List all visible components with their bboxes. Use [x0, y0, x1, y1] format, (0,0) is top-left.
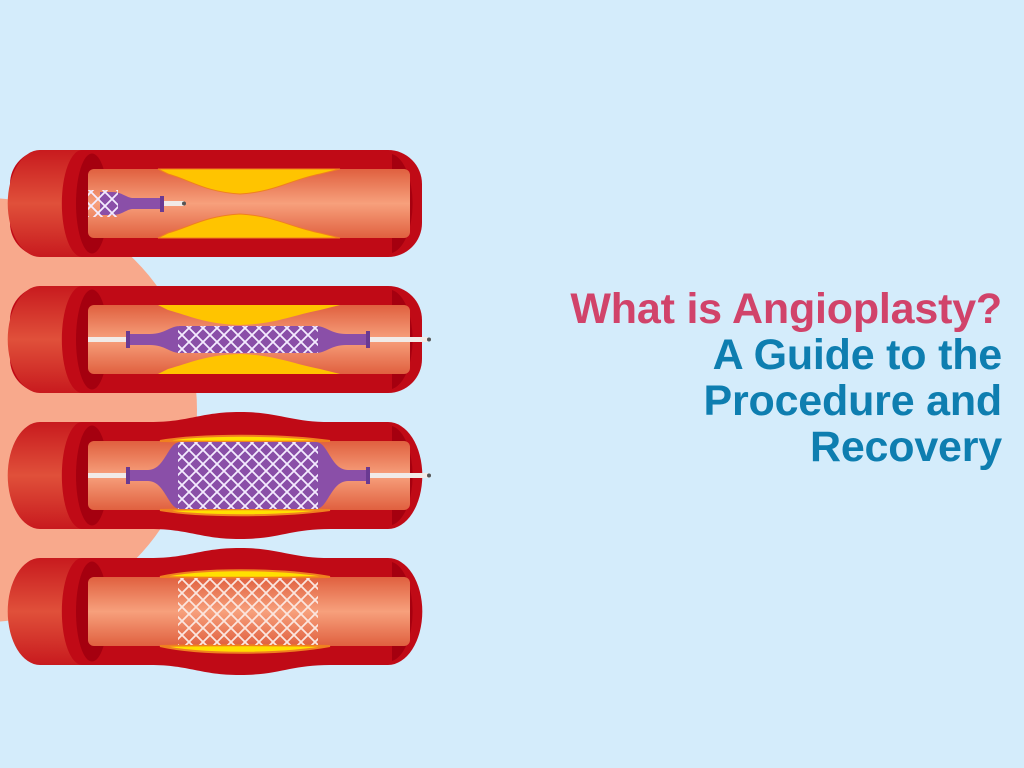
title-line-1: What is Angioplasty?: [570, 285, 1002, 333]
plaque-bottom: [157, 213, 341, 239]
vessel-stage-3: [7, 412, 431, 539]
title-line-4: Recovery: [809, 423, 1002, 471]
plaque-top: [157, 168, 341, 195]
vessel-stage-4: [7, 548, 423, 675]
page-title: What is Angioplasty? A Guide to the Proc…: [570, 286, 1002, 470]
stent: [178, 578, 318, 645]
vessel-stage-2: [7, 286, 431, 393]
title-line-3: Procedure and: [703, 377, 1003, 425]
vessel-stage-1: [7, 150, 422, 257]
title-line-2: A Guide to the: [712, 331, 1003, 379]
